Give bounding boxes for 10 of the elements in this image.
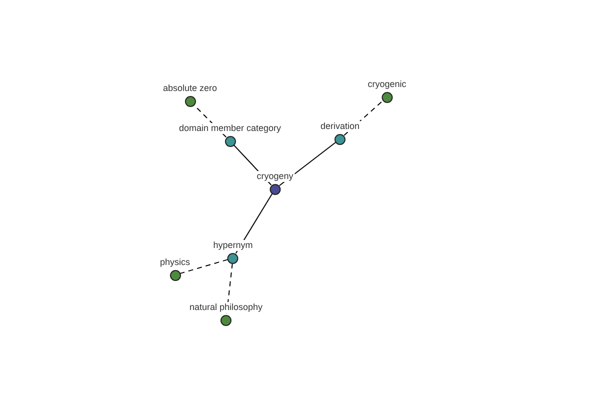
node-label: absolute zero — [162, 82, 218, 94]
node-label: hypernym — [212, 240, 254, 250]
node-label: physics — [159, 256, 191, 268]
node-label: natural philosophy — [188, 302, 264, 312]
node-label: cryogeny — [256, 170, 294, 182]
connector-line — [180, 259, 228, 274]
connector-line — [344, 100, 384, 136]
node-label: domain member category — [178, 122, 282, 134]
node-label: cryogenic — [366, 78, 408, 90]
node-label: derivation — [319, 120, 361, 132]
